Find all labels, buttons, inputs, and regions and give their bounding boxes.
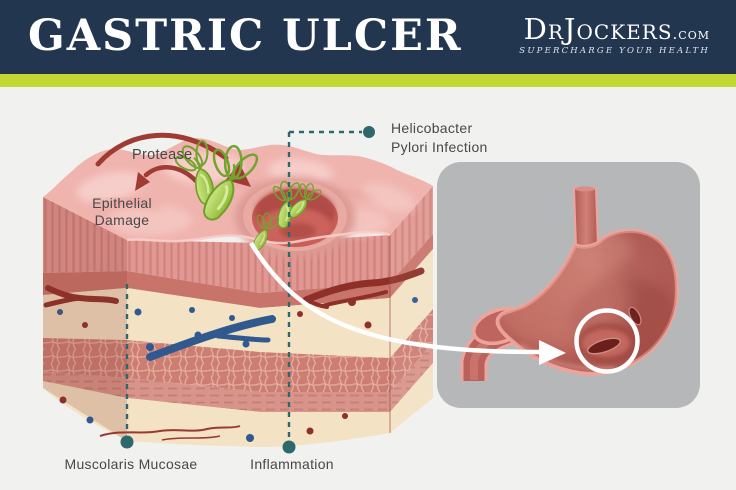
logo-tld: .com [672,25,710,43]
white-pointer-arrow [249,241,566,365]
accent-stripe [0,74,736,87]
muscle-layer-circular [43,343,433,412]
logo-tagline: SUPERCHARGE YOUR HEALTH [519,46,710,56]
vessel-red-bottom [99,425,241,441]
muscle-layer-oblique [43,309,433,392]
page-title: GASTRIC ULCER [28,11,463,61]
tissue-block [43,138,433,447]
label-protease: Protease [132,147,193,163]
leader-dot-helicobacter [363,126,375,138]
red-arrow-epithelial-damage [135,165,199,191]
serosa-layer [43,363,433,447]
label-helicobacter-pylori: Helicobacter Pylori Infection [391,120,488,155]
header-bar [0,0,736,74]
drjockers-logo[interactable]: DrJockers.com SUPERCHARGE YOUR HEALTH [519,15,710,56]
label-epithelial-damage: Epithelial Damage [92,195,152,228]
tissue-cell-dots [57,297,418,442]
blood-vessel-red-left [43,285,119,308]
leader-lines [125,130,362,439]
submucosa-layer [43,249,433,358]
label-inflammation: Inflammation [250,456,334,472]
left-face-shade [43,197,127,441]
leader-dot-inflammation [282,440,296,454]
blood-vessel-blue [146,315,276,361]
logo-name: DrJockers [523,12,673,46]
ulcer-highlight-circle [574,308,640,374]
label-muscolaris-mucosae: Muscolaris Mucosae [64,456,198,472]
leader-dot-muscolaris [120,435,134,449]
right-face-shade [390,186,433,433]
esophagus [572,186,600,250]
blood-vessel-red-right [302,267,425,309]
mucosa-layer [43,186,433,293]
stomach-ulcer [587,306,642,355]
